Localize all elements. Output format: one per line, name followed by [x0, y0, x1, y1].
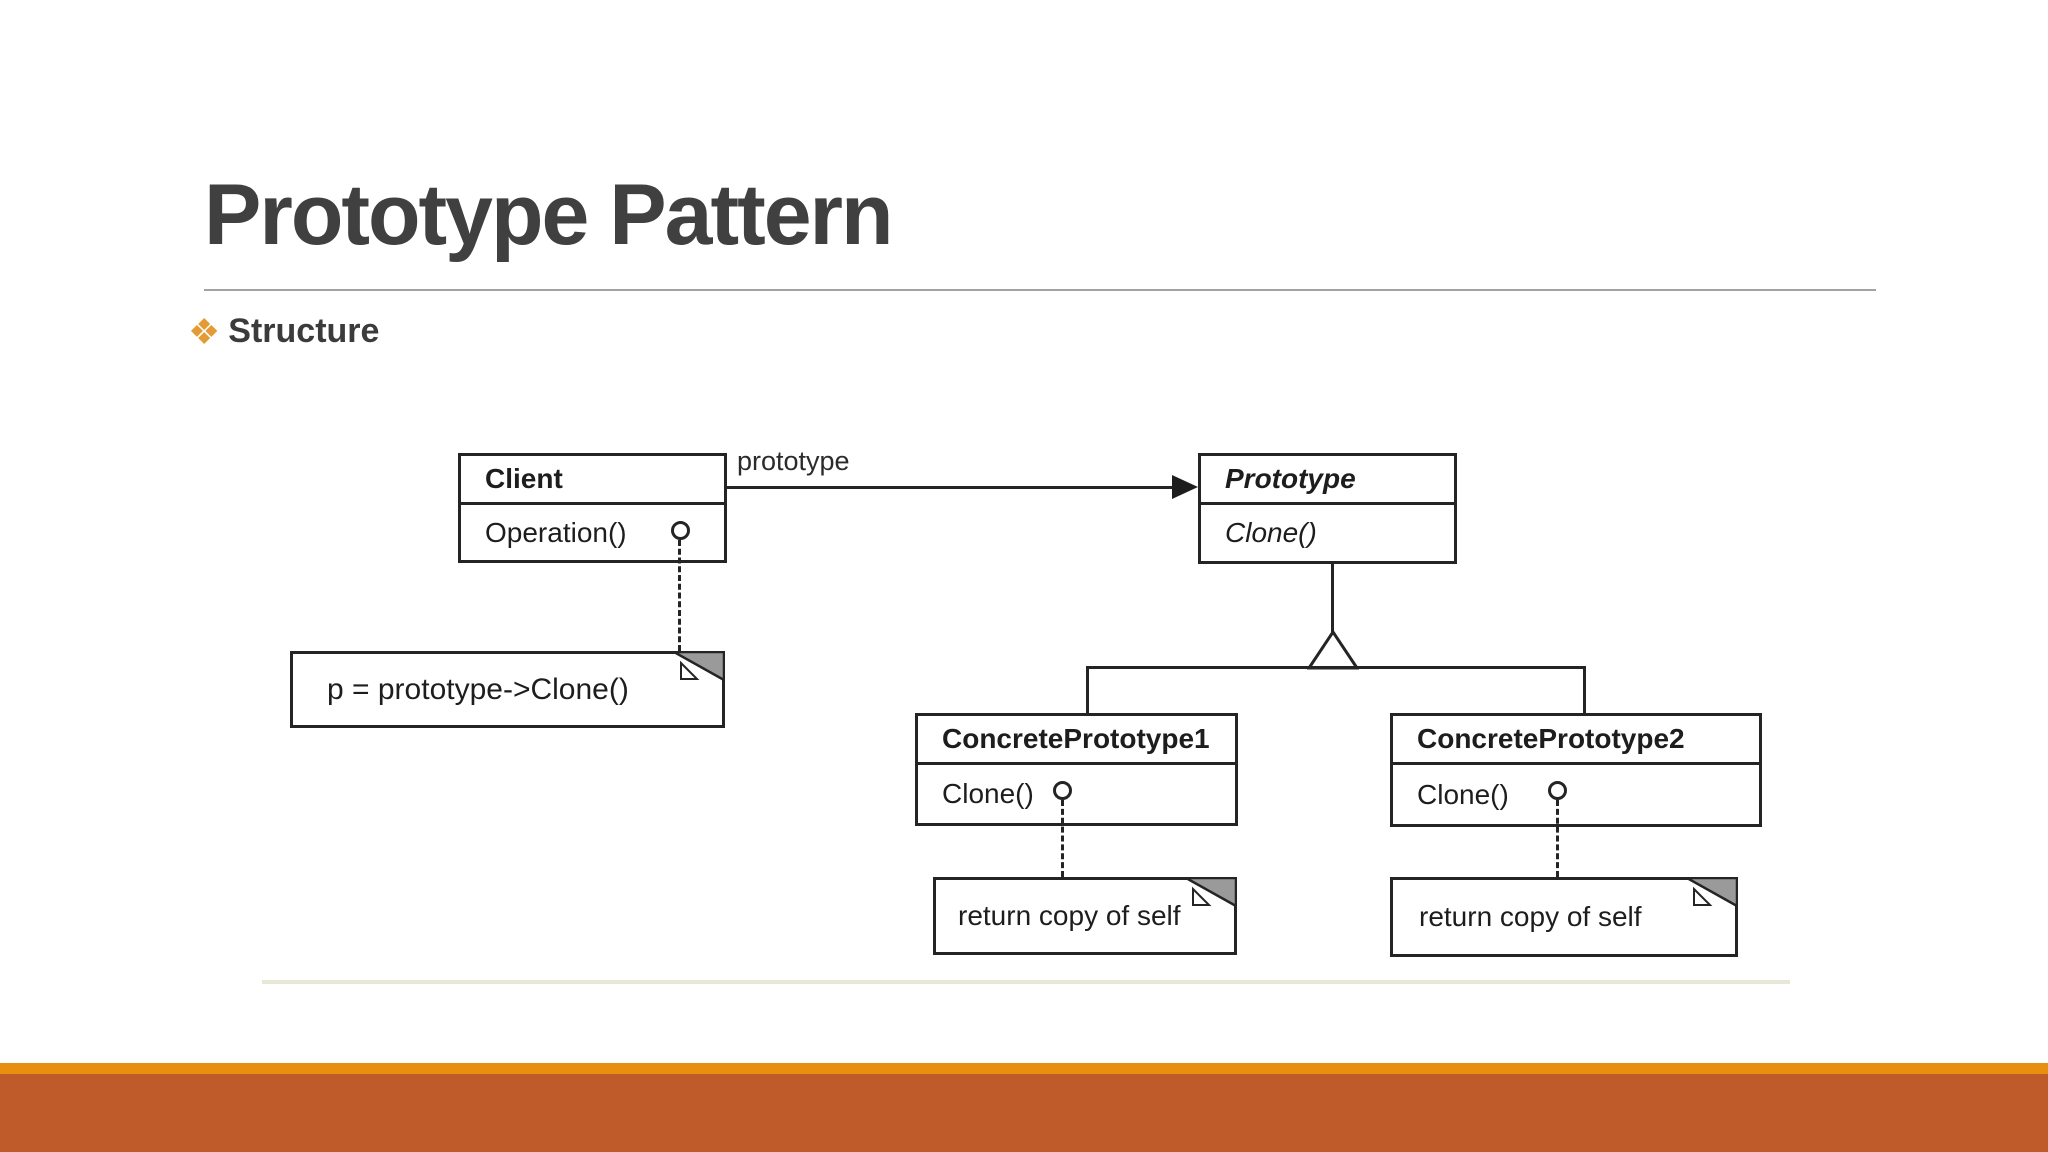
diagram-bottom-divider — [262, 980, 1790, 984]
class-method-prototype: Clone() — [1225, 517, 1317, 548]
class-box-client: Client Operation() — [458, 453, 727, 563]
interface-lollipop-icon — [1053, 781, 1072, 800]
inheritance-drop-right — [1583, 666, 1586, 714]
class-name-prototype: Prototype — [1201, 456, 1454, 505]
note-dog-ear-icon — [1185, 877, 1237, 908]
section-heading: ❖ Structure — [188, 312, 379, 351]
note-text-concrete2: return copy of self — [1419, 901, 1642, 932]
interface-lollipop-icon — [1548, 781, 1567, 800]
class-name-client: Client — [461, 456, 724, 505]
inheritance-drop-left — [1086, 666, 1089, 714]
class-method-client: Operation() — [485, 516, 627, 548]
class-box-concrete2: ConcretePrototype2 Clone() — [1390, 713, 1762, 827]
generalization-triangle-icon — [1307, 630, 1359, 670]
dashed-connector-client-note — [678, 540, 681, 651]
note-text-client: p = prototype->Clone() — [327, 672, 629, 706]
interface-lollipop-icon — [671, 521, 690, 540]
class-box-concrete1: ConcretePrototype1 Clone() — [915, 713, 1238, 826]
four-diamond-bullet-icon: ❖ — [188, 310, 221, 352]
dashed-connector-concrete1-note — [1061, 800, 1064, 877]
class-method-concrete2: Clone() — [1417, 778, 1509, 810]
class-box-prototype: Prototype Clone() — [1198, 453, 1457, 564]
note-box-concrete1: return copy of self — [933, 877, 1237, 955]
note-box-client: p = prototype->Clone() — [290, 651, 725, 728]
class-name-concrete2: ConcretePrototype2 — [1393, 716, 1759, 765]
note-dog-ear-icon — [673, 651, 725, 682]
association-arrowhead-icon — [1172, 475, 1198, 499]
note-dog-ear-icon — [1686, 877, 1738, 908]
class-name-concrete1: ConcretePrototype1 — [918, 716, 1235, 765]
note-text-concrete1: return copy of self — [958, 900, 1181, 931]
association-line — [727, 486, 1175, 489]
association-label: prototype — [737, 446, 850, 476]
generalization-line — [1331, 562, 1334, 632]
page-title: Prototype Pattern — [204, 167, 894, 263]
title-divider — [204, 289, 1876, 291]
footer-accent-strip — [0, 1063, 2048, 1074]
note-box-concrete2: return copy of self — [1390, 877, 1738, 957]
inheritance-splitter-line — [1086, 666, 1585, 669]
dashed-connector-concrete2-note — [1556, 800, 1559, 877]
class-method-concrete1: Clone() — [942, 778, 1034, 809]
footer-bar — [0, 1074, 2048, 1152]
section-heading-label: Structure — [228, 312, 380, 350]
